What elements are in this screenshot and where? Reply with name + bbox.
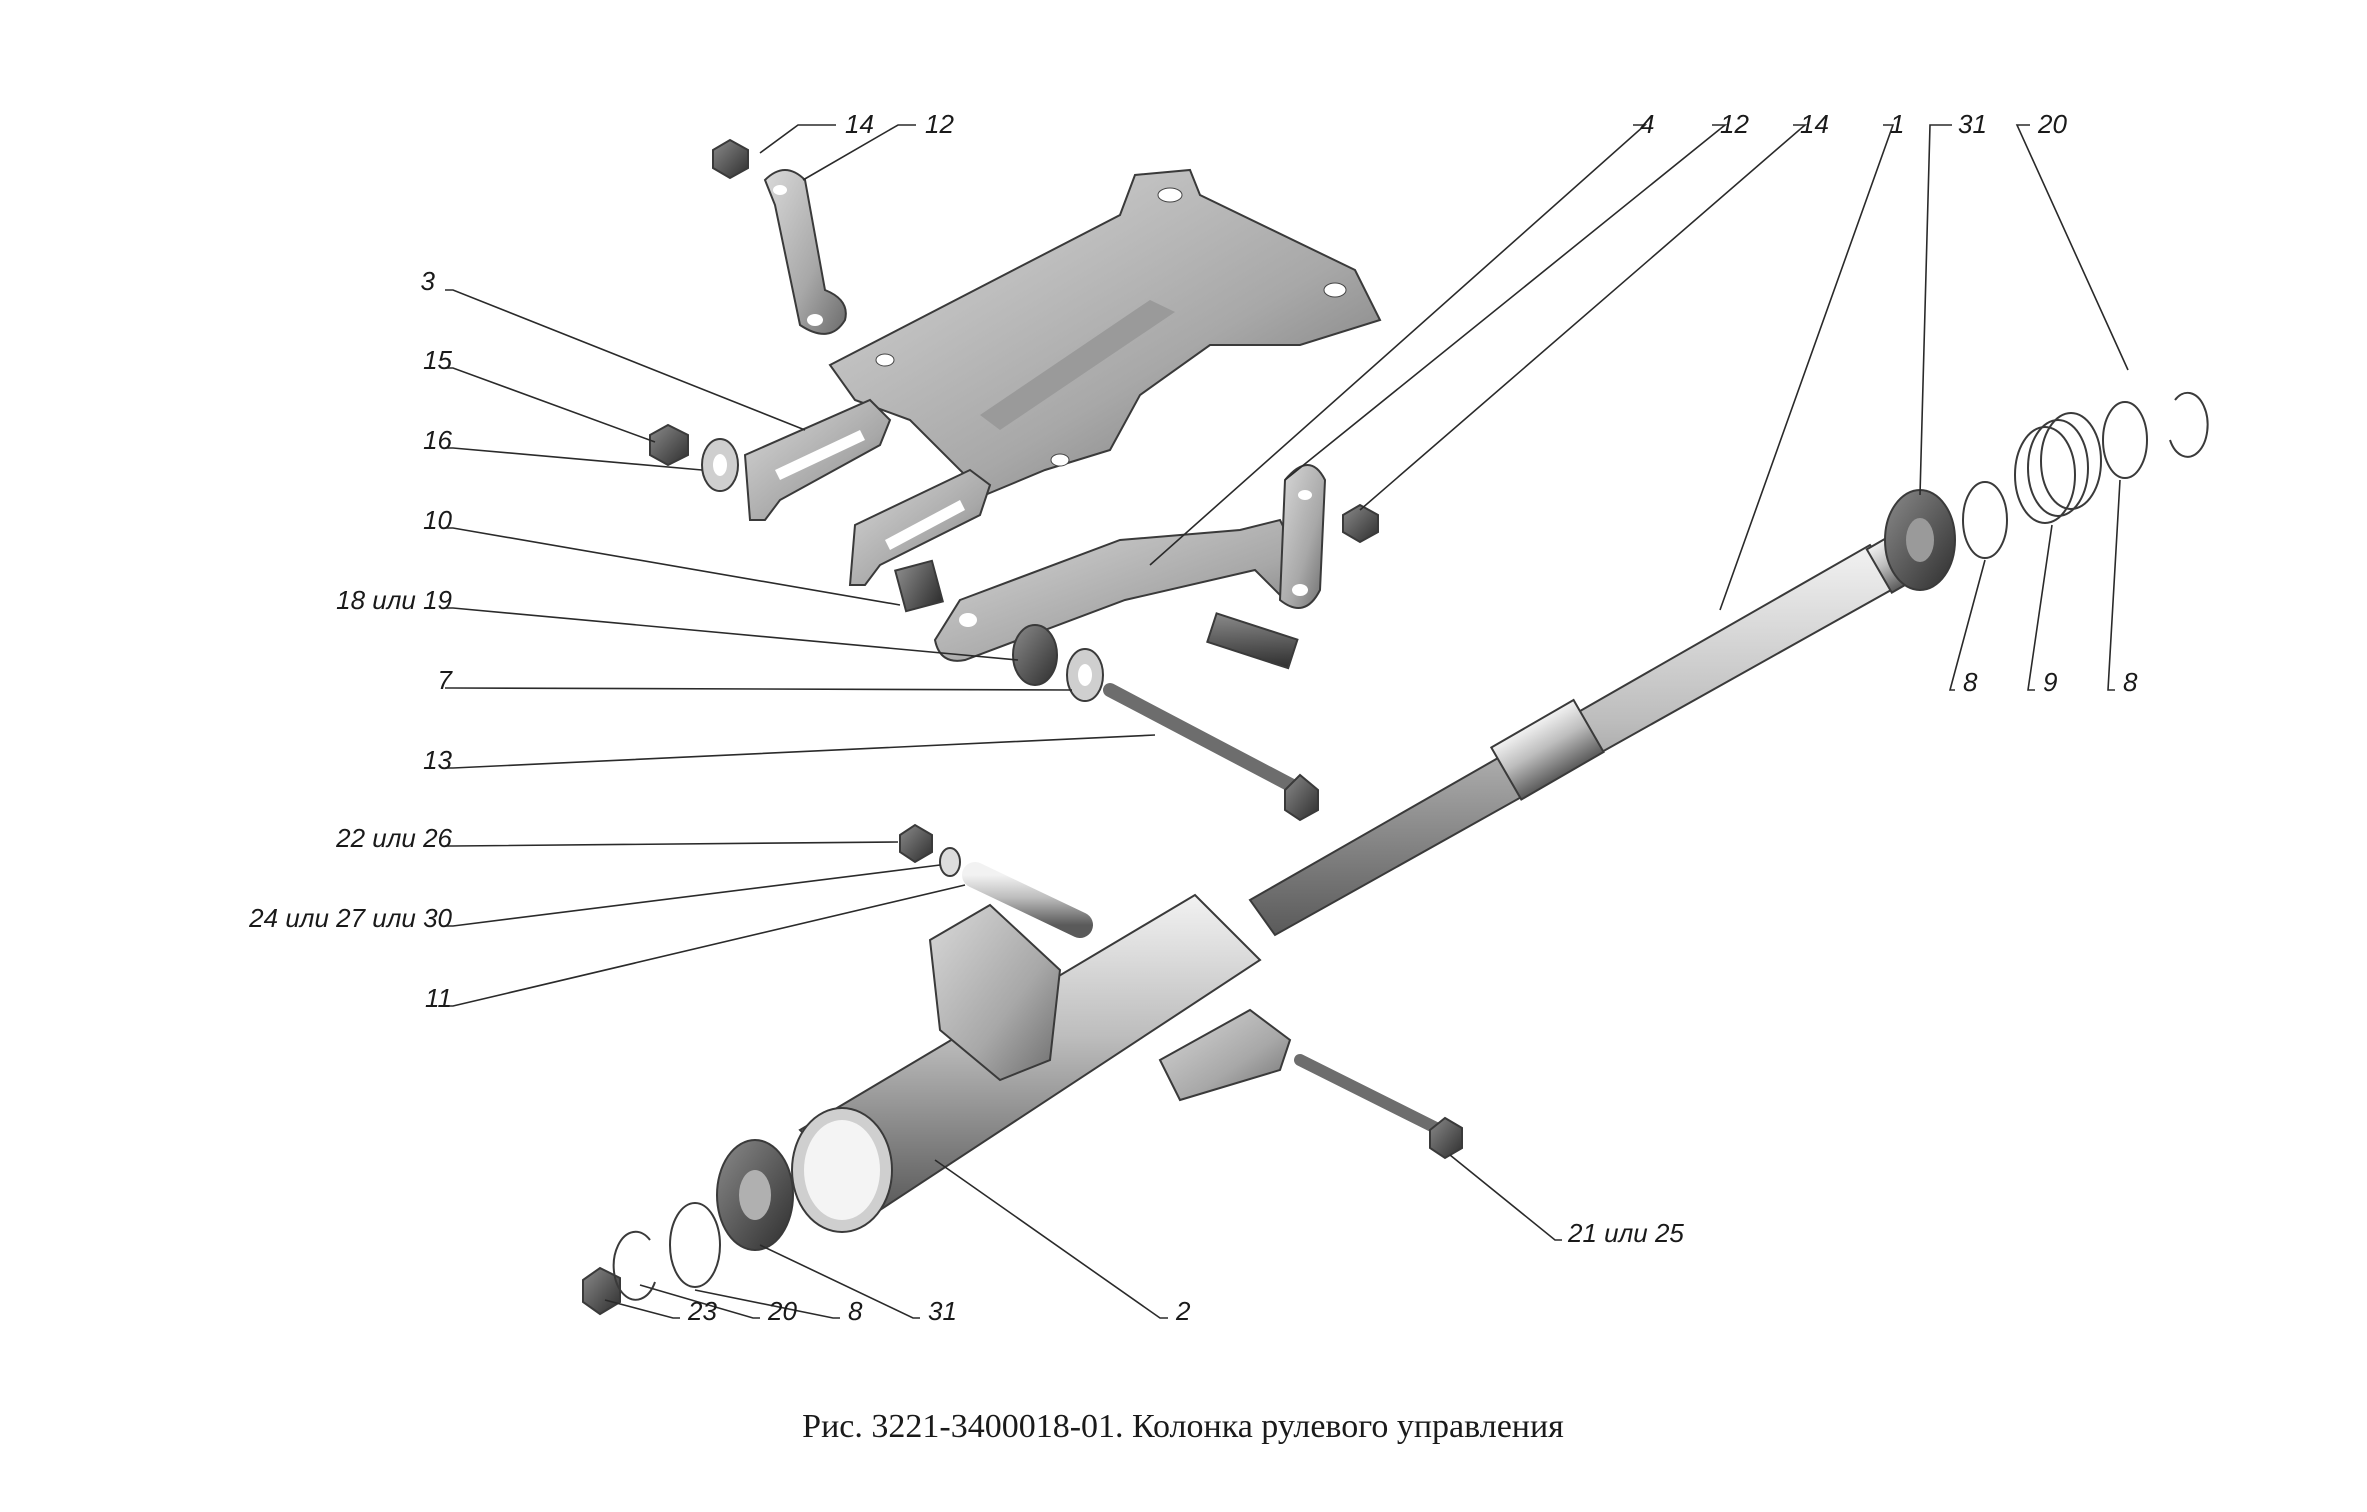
callout-12-right: 12 bbox=[1720, 109, 1749, 139]
callout-7: 7 bbox=[438, 665, 454, 695]
callout-12-top: 12 bbox=[925, 109, 954, 139]
callout-1: 1 bbox=[1890, 109, 1904, 139]
callout-15: 15 bbox=[423, 345, 452, 375]
callout-13: 13 bbox=[423, 745, 452, 775]
callout-14-right: 14 bbox=[1800, 109, 1829, 139]
lever-bracket-4 bbox=[933, 518, 1312, 670]
callout-9: 9 bbox=[2043, 667, 2057, 697]
washer-16 bbox=[701, 438, 739, 492]
steering-column-tube-2 bbox=[791, 893, 1292, 1233]
callout-18-or-19: 18 или 19 bbox=[336, 585, 452, 615]
pin-11 bbox=[962, 862, 1093, 938]
callout-10: 10 bbox=[423, 505, 452, 535]
callout-24-27-30: 24 или 27 или 30 bbox=[248, 903, 452, 933]
callout-2: 2 bbox=[1175, 1296, 1191, 1326]
leader-lines bbox=[445, 124, 2129, 1319]
steering-shaft-1 bbox=[1248, 515, 1950, 937]
callout-23: 23 bbox=[687, 1296, 717, 1326]
nut-22 bbox=[899, 823, 933, 864]
nut-23 bbox=[582, 1266, 621, 1316]
callout-16: 16 bbox=[423, 425, 452, 455]
callout-31-bottom: 31 bbox=[928, 1296, 957, 1326]
bearing-31-bottom bbox=[716, 1139, 794, 1251]
callout-14-top: 14 bbox=[845, 109, 874, 139]
callout-11: 11 bbox=[425, 983, 452, 1013]
figure-caption: Рис. 3221-3400018-01. Колонка рулевого у… bbox=[802, 1408, 1564, 1445]
spring-9 bbox=[2014, 412, 2102, 524]
slotted-plate-3 bbox=[743, 398, 892, 521]
slotted-plate-10 bbox=[848, 468, 992, 586]
mounting-bracket-plate bbox=[828, 168, 1382, 497]
bolt-14-right bbox=[1342, 503, 1379, 544]
washer-24 bbox=[939, 847, 961, 877]
ring-8-top-left bbox=[1962, 481, 2008, 559]
bolt-13 bbox=[1103, 683, 1319, 822]
callout-3: 3 bbox=[421, 266, 436, 296]
callout-31-top: 31 bbox=[1958, 109, 1987, 139]
bolt-14-top bbox=[712, 138, 749, 180]
callout-20-bottom: 20 bbox=[767, 1296, 797, 1326]
circlip-20-bottom bbox=[612, 1230, 656, 1301]
ring-8-top-right bbox=[2102, 401, 2148, 479]
callout-8-right: 8 bbox=[2123, 667, 2138, 697]
callout-8-bottom: 8 bbox=[848, 1296, 863, 1326]
callout-21-or-25: 21 или 25 bbox=[1567, 1218, 1684, 1248]
upper-strap-12 bbox=[763, 169, 847, 335]
callout-labels: 14 12 4 12 14 1 31 20 3 15 16 10 18 или … bbox=[248, 109, 2138, 1326]
strap-12-right bbox=[1278, 464, 1327, 609]
callout-22-or-26: 22 или 26 bbox=[335, 823, 452, 853]
ring-8-bottom bbox=[669, 1202, 721, 1288]
clamp-block-10 bbox=[893, 559, 945, 613]
nut-15 bbox=[649, 423, 689, 467]
bearing-31-top bbox=[1884, 489, 1956, 591]
callout-4: 4 bbox=[1640, 109, 1654, 139]
nut-18 bbox=[1012, 624, 1058, 686]
circlip-20-top bbox=[2169, 391, 2209, 458]
callout-8-left: 8 bbox=[1963, 667, 1978, 697]
washer-7 bbox=[1066, 648, 1104, 702]
callout-20-top: 20 bbox=[2037, 109, 2067, 139]
bolt-21 bbox=[1294, 1054, 1463, 1160]
